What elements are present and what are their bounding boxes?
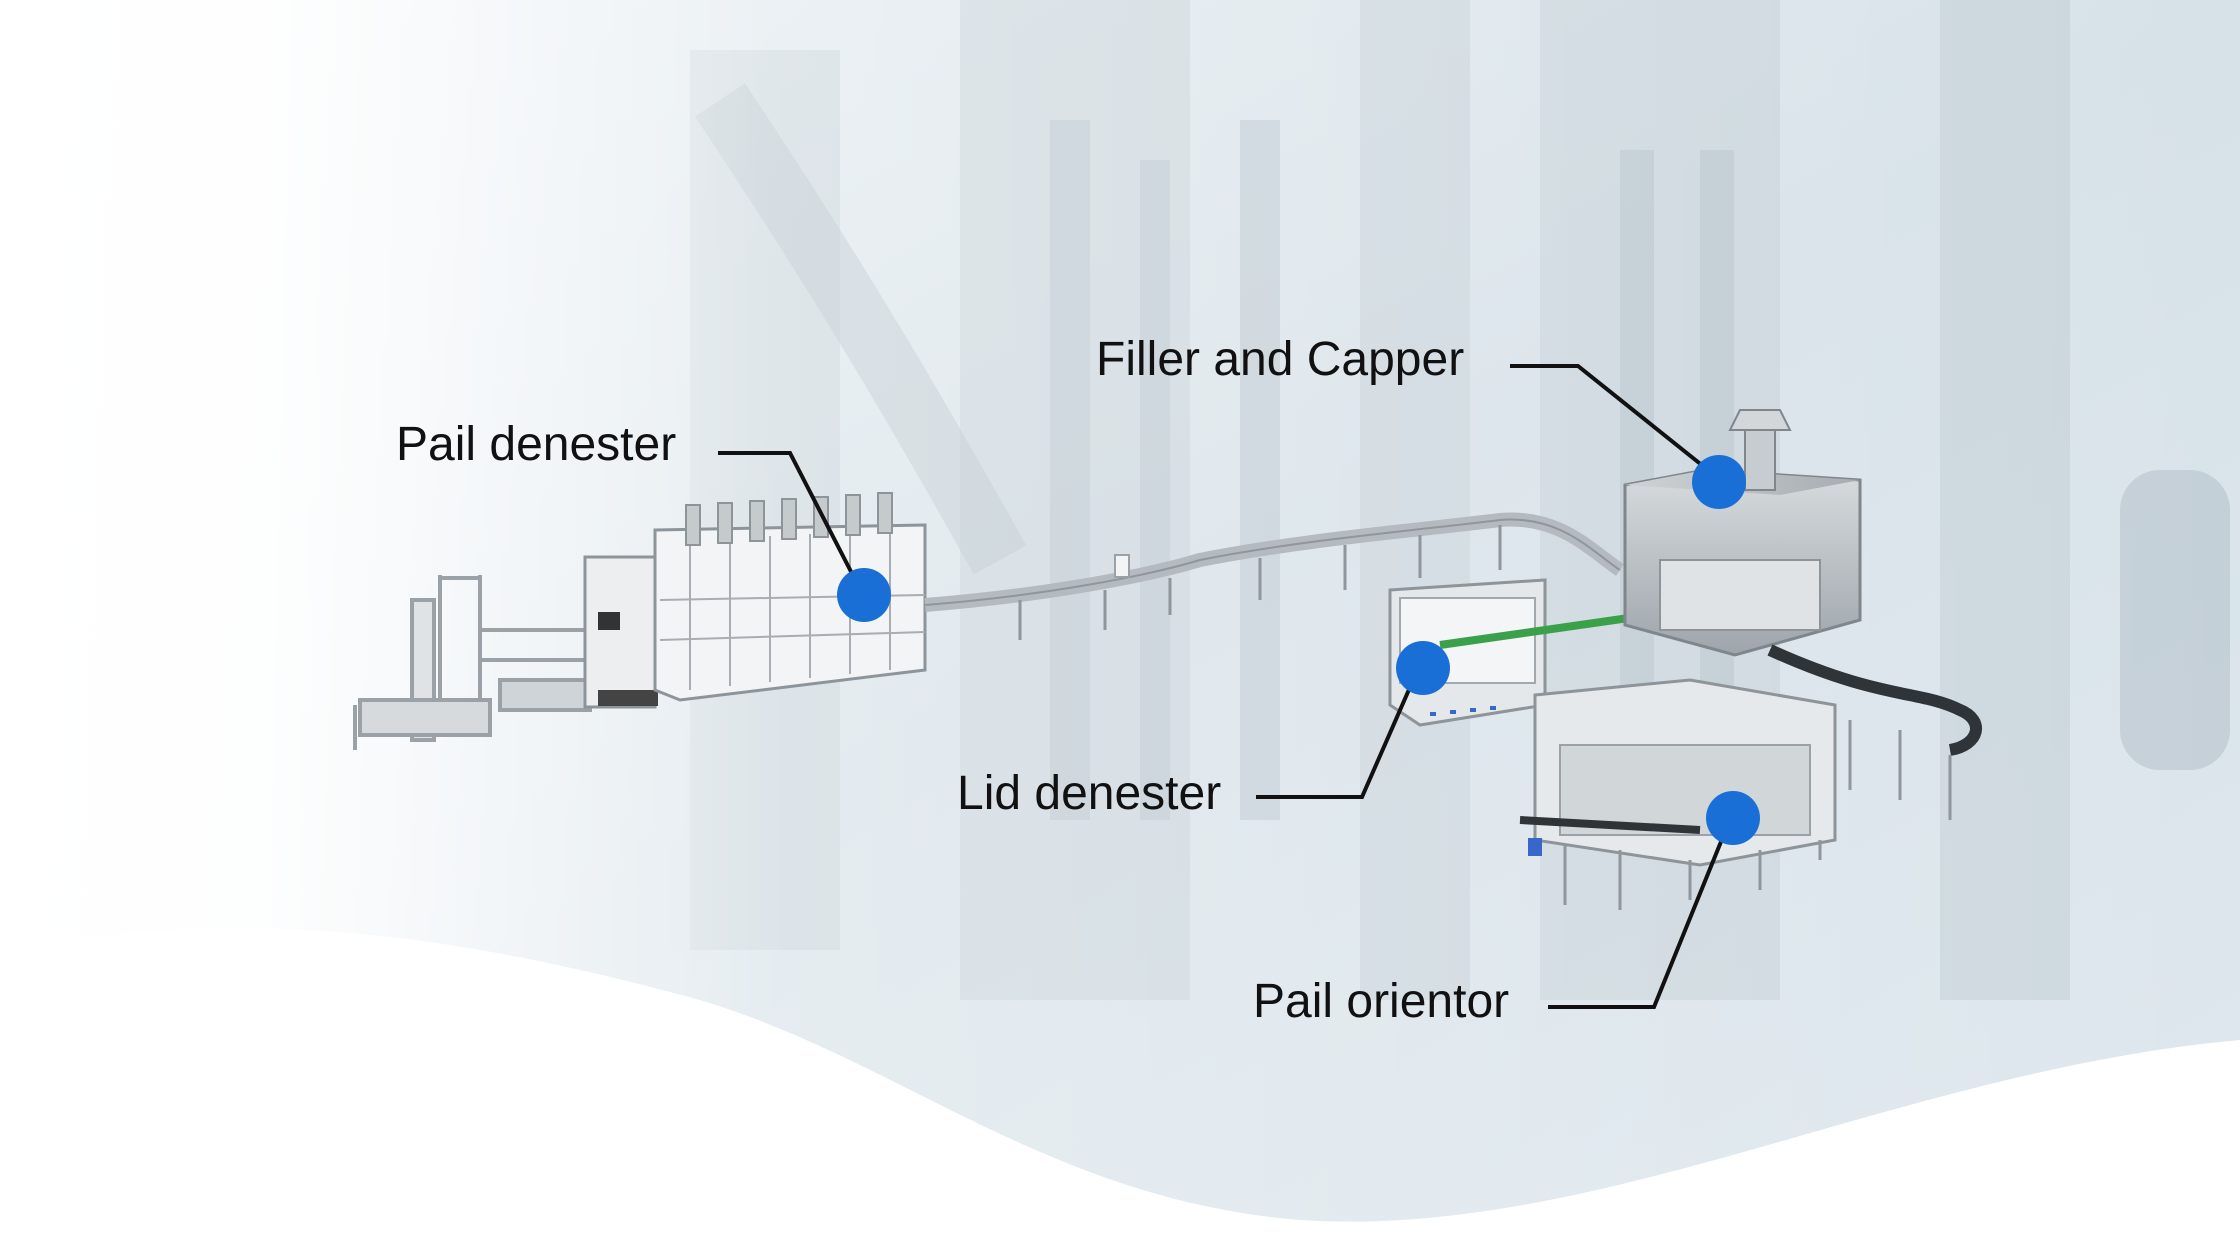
leader-line-orientor <box>1548 816 1733 1009</box>
label-filler-and-capper: Filler and Capper <box>1096 333 1465 386</box>
hotspot-pail-denester[interactable] <box>837 568 891 622</box>
hotspots <box>837 455 1760 845</box>
label-lid-denester: Lid denester <box>957 767 1222 820</box>
pail-orientor-machine <box>1519 678 1837 910</box>
filler-and-capper-machine <box>1623 409 1982 820</box>
hotspot-pail-orientor[interactable] <box>1706 791 1760 845</box>
leader-line-lid <box>1256 668 1420 799</box>
label-pail-denester: Pail denester <box>396 418 677 471</box>
pail-denester-machine <box>583 492 927 709</box>
transfer-conveyor <box>924 512 1624 640</box>
hotspot-filler-and-capper[interactable] <box>1692 455 1746 509</box>
leader-lines <box>718 364 1733 1009</box>
label-pail-orientor: Pail orientor <box>1253 975 1510 1028</box>
leader-line-filler <box>1510 364 1720 480</box>
infeed-stand <box>353 575 592 750</box>
hotspot-lid-denester[interactable] <box>1396 641 1450 695</box>
leader-line-pail-denester <box>718 451 864 594</box>
